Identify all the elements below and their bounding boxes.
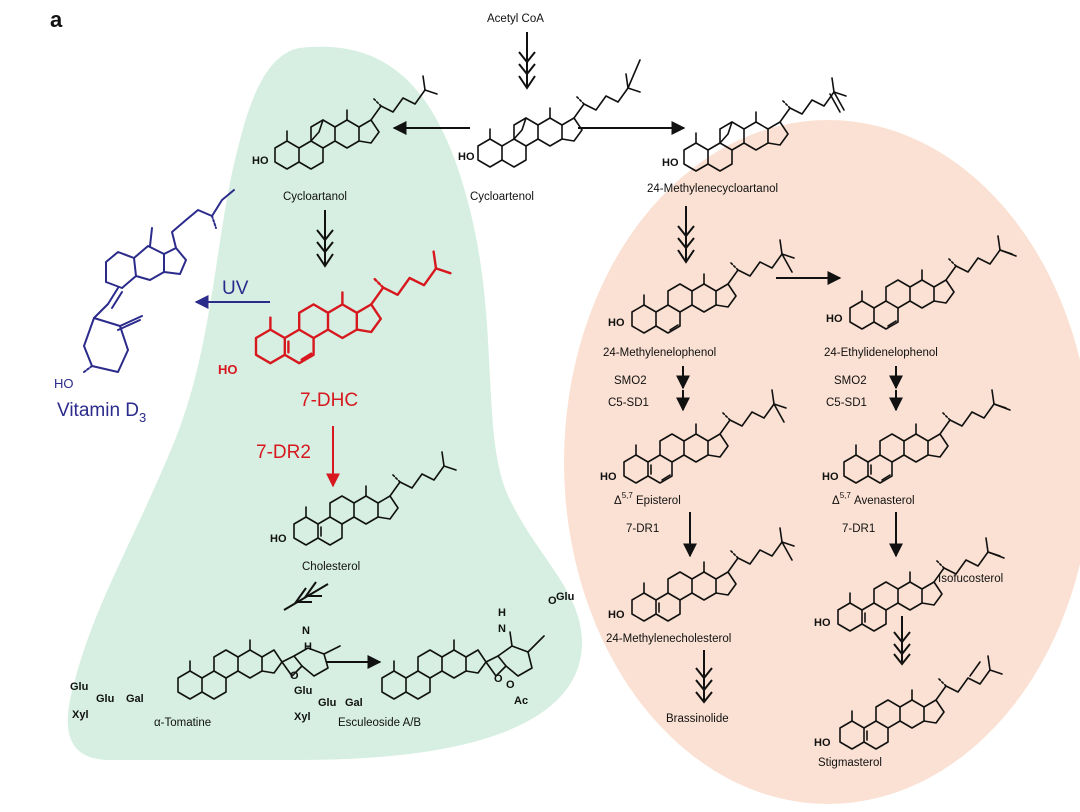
esculeoside-structure — [381, 631, 545, 700]
acetyl-coa-label: Acetyl CoA — [487, 13, 544, 25]
cycloartanol-structure — [274, 75, 438, 170]
avenasterol-label: Δ5,7 Avenasterol — [832, 491, 915, 507]
methylenelophenol-structure — [631, 239, 795, 334]
isofucosterol-structure — [837, 537, 1005, 632]
smo2-left-label: SMO2 — [614, 375, 647, 387]
multi-step-arrow-brassinolide — [695, 650, 713, 704]
c5sd1-left-label: C5-SD1 — [608, 397, 649, 409]
esculeoside-glu-2: Glu — [318, 697, 336, 709]
cycloartanol-label: Cycloartanol — [283, 191, 347, 203]
avenasterol-delta: Δ — [832, 495, 840, 507]
methylenecycloartanol-ho: HO — [662, 157, 679, 169]
cholesterol-ho: HO — [270, 533, 287, 545]
cycloartanol-ho: HO — [252, 155, 269, 167]
vitamin-d3-ho: HO — [54, 376, 74, 391]
7-dr1-left-label: 7-DR1 — [626, 523, 659, 535]
brassinolide-label: Brassinolide — [666, 713, 729, 725]
tomatine-glu-2: Glu — [96, 693, 114, 705]
vitamin-d3-label: Vitamin D3 — [57, 400, 146, 425]
cholesterol-label: Cholesterol — [302, 561, 360, 573]
methylenelophenol-label: 24-Methylenelophenol — [603, 347, 716, 359]
esculeoside-label: Esculeoside A/B — [338, 717, 421, 729]
episterol-sup: 5,7 — [622, 491, 634, 500]
esculeoside-o-3: O — [506, 679, 515, 691]
7-dr1-right-label: 7-DR1 — [842, 523, 875, 535]
tomatine-glu-1: Glu — [70, 681, 88, 693]
esculeoside-glu-1: Glu — [294, 685, 312, 697]
vitamin-d3-label-sub: 3 — [139, 410, 146, 425]
esculeoside-h: H — [498, 607, 506, 619]
multi-step-arrow-cycloartanol — [316, 210, 334, 268]
uv-label: UV — [222, 278, 249, 299]
episterol-label: Δ5,7 Episterol — [614, 491, 681, 507]
methylenelophenol-ho: HO — [608, 317, 625, 329]
vitamin-d3-label-main: Vitamin D — [57, 400, 139, 421]
isofucosterol-label: Isofucosterol — [938, 573, 1003, 585]
esculeoside-o-1: O — [494, 673, 503, 685]
methylenecholesterol-label: 24-Methylenecholesterol — [606, 633, 731, 645]
7-dhc-label: 7-DHC — [300, 390, 358, 411]
tomatine-n: N — [302, 625, 310, 637]
ethylidenelophenol-structure — [849, 235, 1017, 330]
multi-step-arrow-acetyl — [518, 32, 536, 90]
cholesterol-structure — [293, 451, 457, 546]
esculeoside-gal: Gal — [345, 697, 363, 709]
stigmasterol-structure — [839, 655, 1003, 750]
isofucosterol-ho: HO — [814, 617, 831, 629]
left-pathway-region — [67, 46, 583, 760]
tomatine-o: O — [290, 670, 299, 682]
esculeoside-n: N — [498, 623, 506, 635]
avenasterol-sup: 5,7 — [840, 491, 852, 500]
episterol-structure — [623, 389, 787, 484]
methylenecholesterol-structure — [631, 527, 795, 622]
multi-step-arrow-stigmasterol — [893, 616, 911, 666]
esculeoside-ac: Ac — [514, 695, 528, 707]
multi-step-arrow-cholesterol — [283, 581, 329, 611]
tomatine-xyl: Xyl — [72, 709, 89, 721]
esculeoside-o-2: O — [548, 595, 557, 607]
stigmasterol-ho: HO — [814, 737, 831, 749]
right-pathway-region — [564, 120, 1080, 804]
7-dhc-ho: HO — [218, 362, 238, 377]
avenasterol-structure — [843, 389, 1011, 484]
tomatine-label: α-Tomatine — [154, 717, 211, 729]
ethylidenelophenol-ho: HO — [826, 313, 843, 325]
esculeoside-glu-top: Glu — [556, 591, 574, 603]
episterol-name: Episterol — [633, 495, 681, 507]
c5sd1-right-label: C5-SD1 — [826, 397, 867, 409]
7-dr2-label: 7-DR2 — [256, 442, 311, 463]
episterol-ho: HO — [600, 471, 617, 483]
ethylidenelophenol-label: 24-Ethylidenelophenol — [824, 347, 938, 359]
methylenecycloartanol-label: 24-Methylenecycloartanol — [647, 183, 778, 195]
episterol-delta: Δ — [614, 495, 622, 507]
tomatine-h: H — [304, 641, 312, 653]
avenasterol-ho: HO — [822, 471, 839, 483]
smo2-right-label: SMO2 — [834, 375, 867, 387]
cycloartenol-ho: HO — [458, 151, 475, 163]
tomatine-gal: Gal — [126, 693, 144, 705]
avenasterol-name: Avenasterol — [851, 495, 915, 507]
methylenecycloartanol-structure — [683, 77, 847, 172]
stigmasterol-label: Stigmasterol — [818, 757, 882, 769]
cycloartenol-structure — [477, 59, 641, 168]
multi-step-arrow-methylenecycloartanol — [677, 206, 695, 264]
panel-label: a — [50, 7, 63, 32]
esculeoside-xyl: Xyl — [294, 711, 311, 723]
vitamin-d3-structure — [83, 189, 235, 373]
methylenecholesterol-ho: HO — [608, 609, 625, 621]
cycloartenol-label: Cycloartenol — [470, 191, 534, 203]
